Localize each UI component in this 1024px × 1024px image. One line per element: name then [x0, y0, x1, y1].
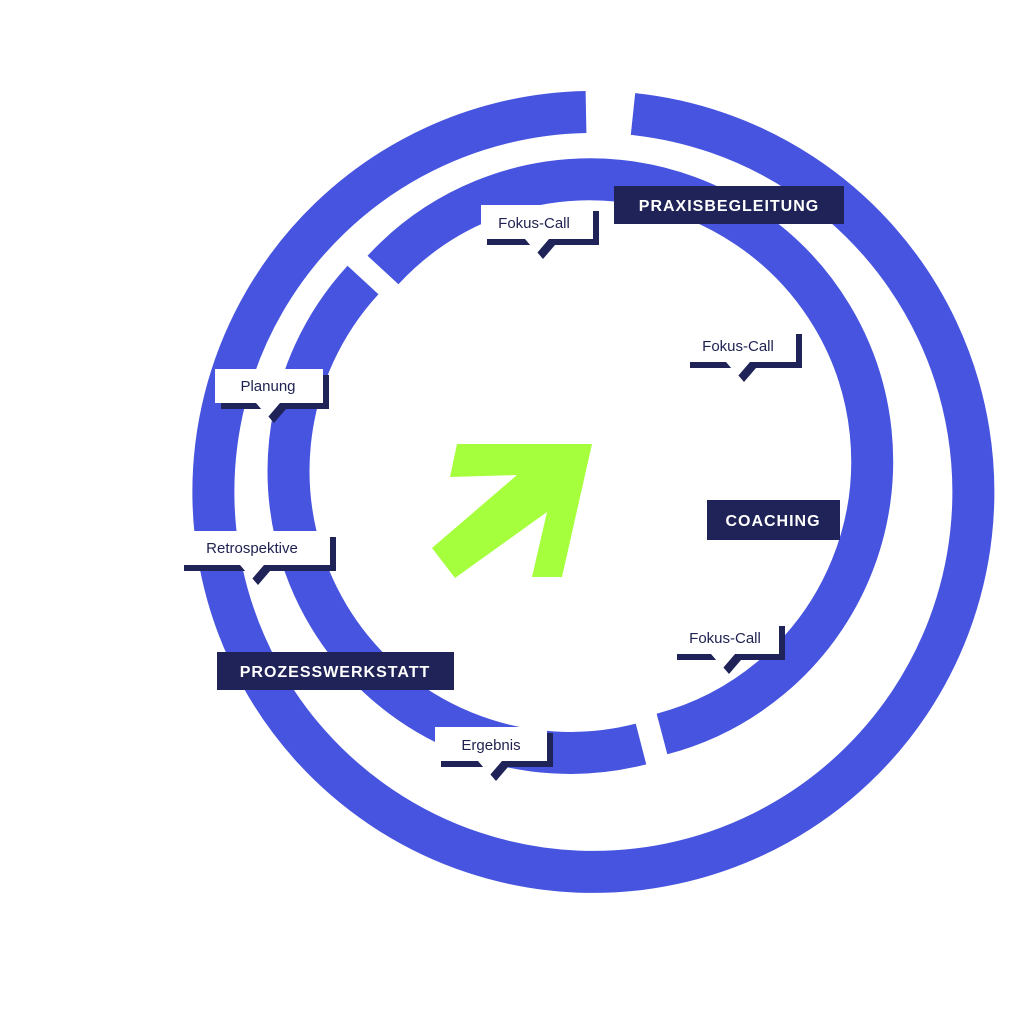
- inner-ring-segment-right: [367, 158, 894, 755]
- phase-label-praxisbegleitung-text: PRAXISBEGLEITUNG: [639, 198, 819, 215]
- callout-planung: Planung: [215, 369, 329, 423]
- phase-label-coaching-text: COACHING: [725, 513, 820, 530]
- phase-label-coaching-bg: [707, 500, 840, 540]
- callout-retrospektive: Retrospektive: [178, 531, 336, 585]
- phase-label-coaching: COACHING: [707, 500, 840, 540]
- callout-ergebnis-text: Ergebnis: [461, 737, 520, 754]
- phase-label-prozesswerkstatt: PROZESSWERKSTATT: [217, 652, 454, 690]
- callout-planung-bubble: [215, 369, 323, 417]
- callout-fokus-call-right-upper-text: Fokus-Call: [702, 338, 774, 355]
- growth-arrow-shape: [432, 444, 592, 578]
- callout-fokus-call-right-upper: Fokus-Call: [684, 328, 802, 382]
- callout-fokus-call-top: Fokus-Call: [481, 205, 599, 259]
- phase-label-praxisbegleitung: PRAXISBEGLEITUNG: [614, 186, 844, 224]
- phase-label-prozesswerkstatt-bg: [217, 652, 454, 690]
- callout-retrospektive-bubble: [178, 531, 330, 579]
- outer-ring: [192, 91, 995, 893]
- callout-ergebnis: Ergebnis: [435, 727, 553, 781]
- callout-fokus-call-right-lower-bubble: [671, 620, 779, 668]
- callout-retrospektive-text: Retrospektive: [206, 540, 298, 557]
- callout-fokus-call-right-lower-text: Fokus-Call: [689, 630, 761, 647]
- callout-fokus-call-right-lower: Fokus-Call: [671, 620, 785, 674]
- callout-fokus-call-right-upper-bubble: [684, 328, 796, 376]
- outer-ring-arc: [192, 91, 995, 893]
- growth-arrow-icon: [432, 444, 592, 578]
- callout-ergebnis-bubble: [435, 727, 547, 775]
- phase-label-praxisbegleitung-bg: [614, 186, 844, 224]
- callout-planung-text: Planung: [240, 378, 295, 395]
- callout-fokus-call-top-text: Fokus-Call: [498, 215, 570, 232]
- phase-label-prozesswerkstatt-text: PROZESSWERKSTATT: [240, 664, 431, 681]
- callout-fokus-call-top-bubble: [481, 205, 593, 253]
